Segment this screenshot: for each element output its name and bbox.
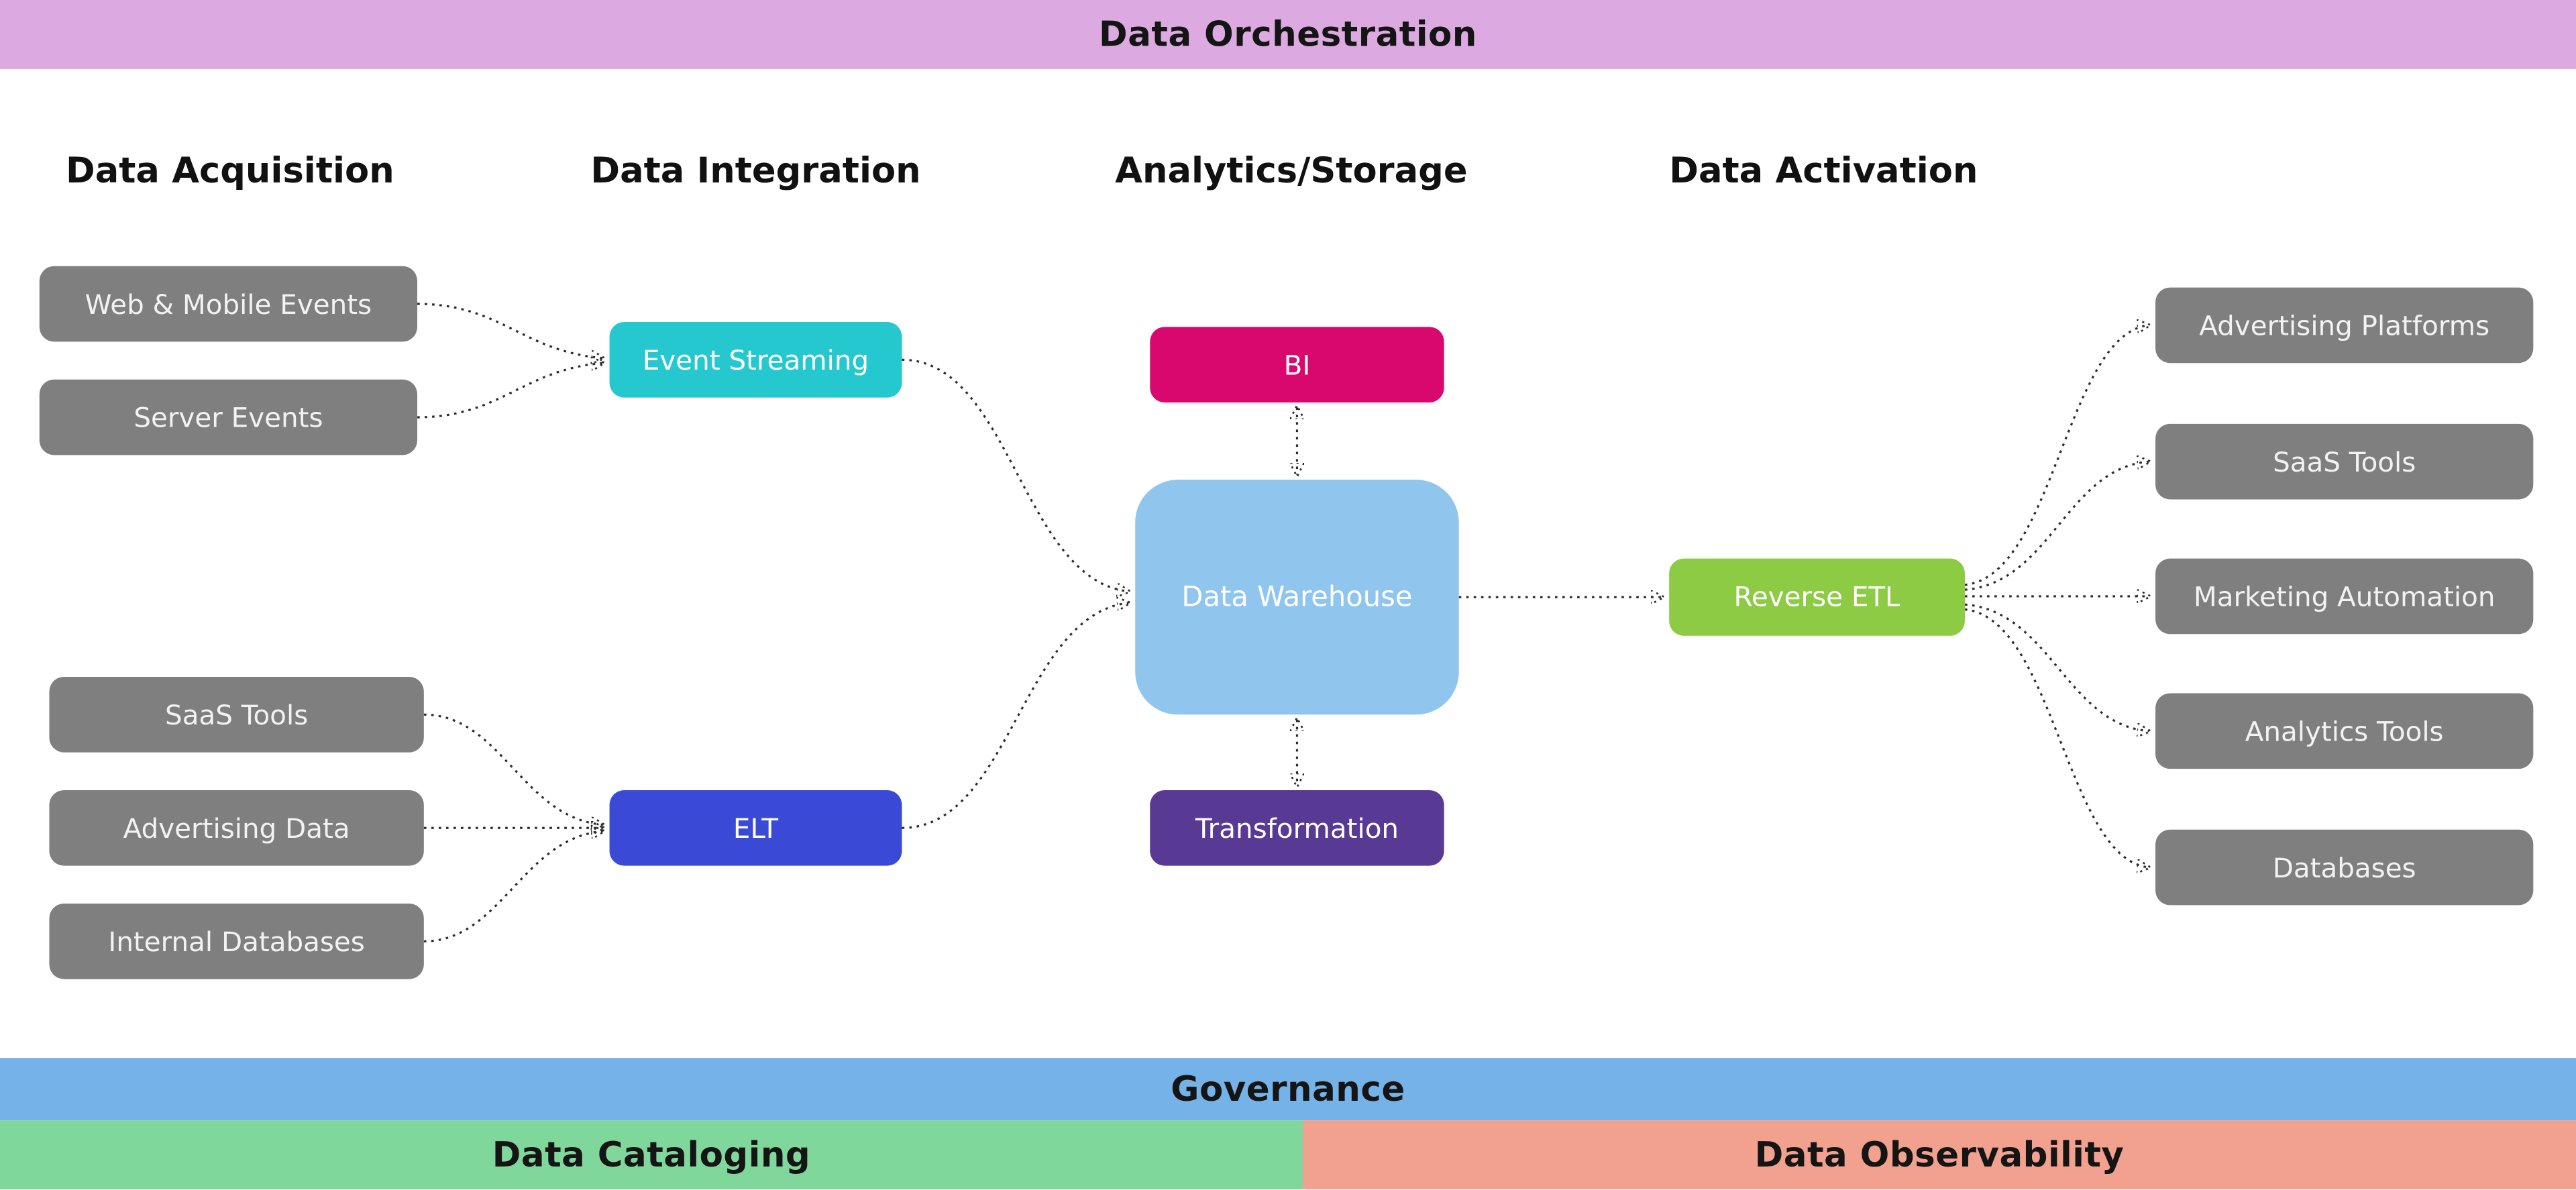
column-header-analytics-storage: Analytics/Storage bbox=[1115, 151, 1468, 193]
edge-server-events-to-event-streaming bbox=[417, 363, 603, 419]
node-data-warehouse: Data Warehouse bbox=[1135, 480, 1459, 715]
column-header-data-activation: Data Activation bbox=[1669, 151, 1978, 193]
edge-internal-databases-to-elt bbox=[423, 831, 603, 942]
node-advertising-data: Advertising Data bbox=[49, 790, 424, 866]
banner-governance: Governance bbox=[0, 1058, 2576, 1121]
node-elt: ELT bbox=[609, 790, 902, 866]
node-event-streaming: Event Streaming bbox=[609, 322, 902, 398]
node-databases: Databases bbox=[2155, 829, 2534, 906]
node-reverse-etl: Reverse ETL bbox=[1669, 558, 1965, 636]
node-saas-tools-source: SaaS Tools bbox=[49, 676, 424, 753]
node-web-mobile-events: Web & Mobile Events bbox=[39, 266, 418, 342]
banner-data-observability-label: Data Observability bbox=[1754, 1135, 2125, 1175]
column-header-data-acquisition: Data Acquisition bbox=[65, 151, 394, 193]
banner-data-cataloging-label: Data Cataloging bbox=[492, 1135, 811, 1175]
edge-web-mobile-events-to-event-streaming bbox=[417, 303, 603, 358]
column-header-data-integration: Data Integration bbox=[590, 151, 921, 193]
edge-saas-tools-to-elt bbox=[423, 713, 603, 824]
edge-event-streaming-to-data-warehouse bbox=[902, 358, 1128, 591]
node-advertising-platforms: Advertising Platforms bbox=[2155, 287, 2534, 364]
node-saas-tools-destination: SaaS Tools bbox=[2155, 423, 2534, 500]
banner-data-orchestration: Data Orchestration bbox=[0, 0, 2576, 69]
edge-reverse-etl-to-advertising-platforms bbox=[1964, 325, 2149, 586]
node-transformation: Transformation bbox=[1150, 790, 1444, 866]
edge-reverse-etl-to-databases bbox=[1964, 608, 2149, 867]
node-analytics-tools: Analytics Tools bbox=[2155, 693, 2534, 769]
banner-data-observability: Data Observability bbox=[1303, 1120, 2576, 1190]
node-internal-databases: Internal Databases bbox=[49, 903, 424, 979]
edge-elt-to-data-warehouse bbox=[902, 603, 1128, 829]
banner-governance-label: Governance bbox=[1171, 1069, 1405, 1110]
edge-reverse-etl-to-analytics-tools bbox=[1964, 603, 2149, 731]
node-server-events: Server Events bbox=[39, 379, 418, 455]
banner-data-orchestration-label: Data Orchestration bbox=[1099, 15, 1477, 54]
node-bi: BI bbox=[1150, 327, 1444, 403]
banner-data-cataloging: Data Cataloging bbox=[0, 1120, 1303, 1190]
edge-reverse-etl-to-saas-tools bbox=[1964, 462, 2149, 591]
node-marketing-automation: Marketing Automation bbox=[2155, 558, 2534, 635]
